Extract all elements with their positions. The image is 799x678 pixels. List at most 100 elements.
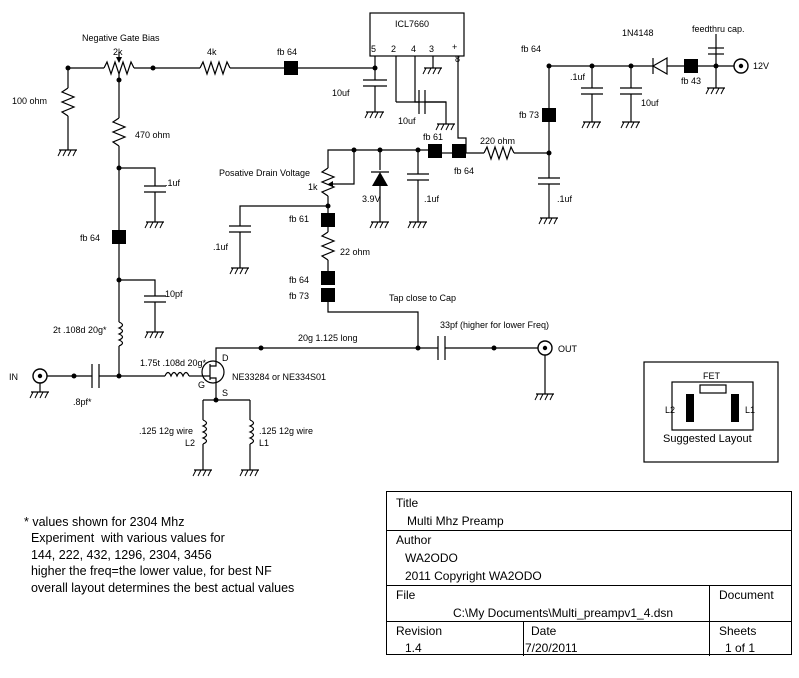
suggested-layout-box [643,361,779,463]
label-positive-drain: Posative Drain Voltage [219,168,310,178]
icl7660-chip [363,12,465,131]
label-fb64-top: fb 64 [277,47,297,57]
ferrite-bead-61-mid [428,144,442,158]
ferrite-bead-73-low [321,288,335,302]
author-label: Author [396,533,432,547]
feedthru-capacitor [705,34,726,95]
label-layout-caption: Suggested Layout [663,433,752,445]
label-resistor-4k: 4k [207,47,217,57]
resistor-100-ohm [60,87,76,117]
ferrite-bead-43 [684,59,698,73]
label-out: OUT [558,344,578,354]
label-ic-plus: + [452,42,457,52]
revision-value: 1.4 [405,641,422,655]
pot-1k [320,167,340,206]
resistor-470-ohm [111,117,127,147]
label-cap-1uf-drain: .1uf [213,242,229,252]
label-diode: 1N4148 [622,28,654,38]
ferrite-bead-73-right [542,108,556,122]
label-12v: 12V [753,61,769,71]
label-resistor-220: 220 ohm [480,136,515,146]
label-negative-gate-bias: Negative Gate Bias [82,33,160,43]
copyright: 2011 Copyright WA2ODO [405,569,542,583]
coil-1-75t [164,371,190,378]
label-ic: ICL7660 [395,19,429,29]
date-label: Date [531,624,557,638]
schematic-labels: Negative Gate Bias 2k 4k fb 64 ICL7660 5… [9,19,769,448]
label-feedthru: feedthru cap. [692,24,745,34]
label-coil-175: 1.75t .108d 20g* [140,358,207,368]
label-fb73-right: fb 73 [519,110,539,120]
design-notes: * values shown for 2304 Mhz Experiment w… [24,514,294,596]
ferrite-bead-64-mid [452,144,466,158]
label-cap-1uf-zener: .1uf [424,194,440,204]
label-cap-1uf-left: .1uf [165,178,181,188]
label-resistor-100: 100 ohm [12,96,47,106]
label-fb61-low: fb 61 [289,214,309,224]
fet-transistor [201,347,261,400]
file-label: File [396,588,416,602]
ferrite-bead-61-low [321,213,335,227]
input-section [29,336,555,477]
resistor-22-ohm [320,231,336,261]
date-value: 7/20/2011 [525,641,578,655]
label-fb64-left: fb 64 [80,233,100,243]
label-line-20g: 20g 1.125 long [298,333,358,343]
ferrite-bead-left [112,230,126,244]
ferrite-bead-64-low [321,271,335,285]
label-cap-10uf-right: 10uf [641,98,659,108]
label-fet-drain: D [222,353,229,363]
label-ic-pin3: 3 [429,44,434,54]
label-cap-10uf-mid: 10uf [398,116,416,126]
label-cap-10pf: 10pf [165,289,183,299]
coil-2t [117,321,124,347]
label-ic-pin5: 5 [371,44,376,54]
label-cap-1uf-right: .1uf [570,72,586,82]
ferrite-bead-top [284,61,298,75]
label-cap-33pf: 33pf (higher for lower Freq) [440,320,549,330]
note-line: higher the freq=the lower value, for bes… [24,564,272,579]
note-line: Experiment with various values for [24,531,225,546]
note-line: overall layout determines the best actua… [24,580,295,595]
label-fet-part: NE33284 or NE334S01 [232,372,326,382]
label-l2: L2 [185,438,195,448]
label-in: IN [9,372,18,382]
label-fet-source: S [222,388,228,398]
label-cap-10uf-left: 10uf [332,88,350,98]
sheets-value: 1 of 1 [725,641,756,655]
label-layout-l2: L2 [665,405,675,415]
label-resistor-22: 22 ohm [340,247,370,257]
label-ic-pin4: 4 [411,44,416,54]
note-line: * values shown for 2304 Mhz [24,515,185,529]
label-layout-fet: FET [703,371,721,381]
label-layout-l1: L1 [745,405,755,415]
label-fet-gate: G [198,380,205,390]
label-fb61-mid: fb 61 [423,132,443,142]
label-tap: Tap close to Cap [389,293,456,303]
resistor-4k [199,60,231,76]
note-line: 144, 222, 432, 1296, 2304, 3456 [24,547,212,562]
document-label: Document [719,588,774,602]
title-label: Title [396,496,419,510]
label-pot-2k: 2k [113,47,123,57]
coil-l2 [201,419,208,445]
label-cap-8pf: .8pf* [73,397,92,407]
resistor-220-ohm [483,145,515,161]
label-pot-1k: 1k [308,182,318,192]
label-cap-1uf-far: .1uf [557,194,573,204]
file-value: C:\My Documents\Multi_preampv1_4.dsn [453,606,674,620]
supply-12v-section [546,34,749,129]
label-l1: L1 [259,438,269,448]
title-block: Title Multi Mhz Preamp Author WA2ODO 201… [386,491,792,656]
label-coil-2t: 2t .108d 20g* [53,325,107,335]
author-value: WA2ODO [405,551,458,565]
label-resistor-470: 470 ohm [135,130,170,140]
label-ic-pin2: 2 [391,44,396,54]
title-value: Multi Mhz Preamp [407,514,504,528]
label-fb73-low: fb 73 [289,291,309,301]
zener-diode [369,150,390,229]
label-fb64-right: fb 64 [521,44,541,54]
label-zener: 3.9V [362,194,381,204]
label-ic-pin8: 8 [455,54,460,64]
